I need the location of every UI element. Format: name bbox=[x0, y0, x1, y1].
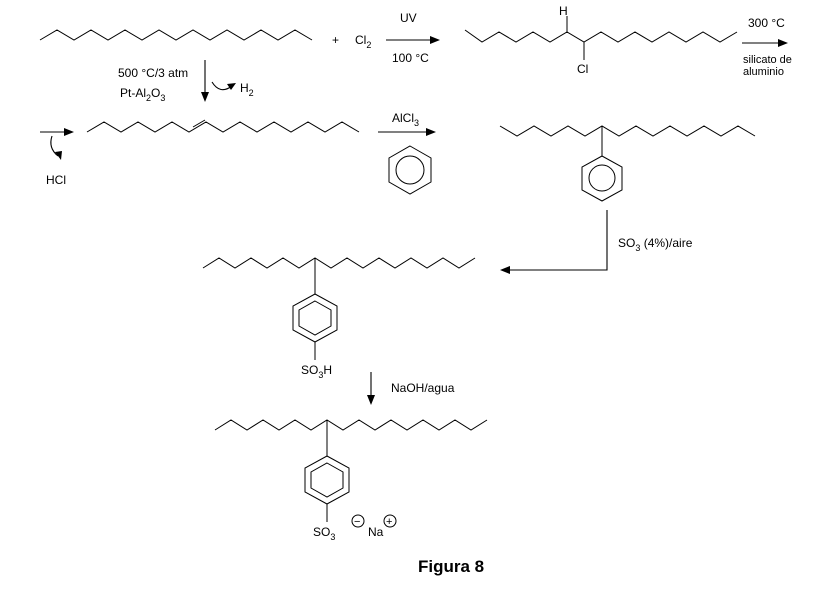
benzene-aromatic-circle bbox=[395, 155, 425, 185]
sulfonate-chain bbox=[214, 419, 488, 431]
positive-charge-circle bbox=[383, 514, 397, 528]
incoming-arrow-head bbox=[64, 128, 74, 136]
sulfur-trioxide-reagent: SO3 (4%)/aire bbox=[618, 236, 693, 253]
aluminium-chloride: AlCl3 bbox=[392, 111, 419, 128]
negative-charge-sign: − bbox=[354, 516, 360, 528]
elimination-arrow-head bbox=[778, 39, 788, 47]
dehydrogenation-arrow-head bbox=[201, 92, 209, 102]
hydrogen-release-arrow-head bbox=[227, 83, 236, 90]
sulfonation-arrow bbox=[510, 210, 608, 271]
plus-sign: + bbox=[332, 33, 339, 47]
hcl-release-arrow-head bbox=[55, 151, 62, 160]
phenylalkane-chain bbox=[499, 125, 756, 137]
sulfonate-group: SO3 bbox=[313, 525, 335, 542]
negative-charge-circle bbox=[351, 514, 365, 528]
temperature-300: 300 °C bbox=[748, 16, 785, 30]
alkylation-arrow-head bbox=[426, 128, 436, 136]
sodium-hydroxide-reagent: NaOH/agua bbox=[391, 381, 455, 395]
neutralisation-arrow-head bbox=[367, 395, 375, 405]
hcl-byproduct: HCl bbox=[46, 173, 66, 187]
double-bond-line bbox=[192, 119, 206, 128]
positive-charge-sign: + bbox=[386, 516, 392, 528]
chlorine-reagent: Cl2 bbox=[355, 33, 371, 50]
phenyl-ring bbox=[581, 155, 623, 202]
chlorination-arrow-head bbox=[430, 36, 440, 44]
sulfonation-arrow-head bbox=[500, 266, 510, 274]
sulfonic-acid-chain bbox=[202, 257, 476, 269]
chlorine-atom: Cl bbox=[577, 62, 588, 76]
chloroalkane-chain bbox=[464, 29, 738, 43]
benzene-inner-ring-1 bbox=[298, 300, 332, 336]
sulfonic-acid-group: SO3H bbox=[301, 363, 332, 380]
hcl-release-arrow bbox=[50, 135, 59, 157]
benzene-inner-ring-2 bbox=[310, 462, 344, 498]
catalyst-line-2: aluminio bbox=[743, 66, 784, 78]
temperature-100: 100 °C bbox=[392, 51, 429, 65]
sodium-ion: Na bbox=[368, 525, 384, 539]
alkene-chain bbox=[86, 121, 360, 133]
benzene-reagent-ring bbox=[388, 145, 432, 195]
phenyl-aromatic-circle bbox=[588, 164, 616, 192]
figure-caption: Figura 8 bbox=[418, 557, 484, 576]
hydrogen-atom: H bbox=[559, 4, 568, 18]
catalyst-line-1: silicato de bbox=[743, 54, 792, 66]
dehydrogenation-conditions-1: 500 °C/3 atm bbox=[118, 66, 188, 80]
uv-label: UV bbox=[400, 11, 417, 25]
tetradecane-chain bbox=[39, 29, 313, 41]
hydrogen-gas: H2 bbox=[240, 81, 254, 98]
dehydrogenation-conditions-2: Pt-Al2O3 bbox=[120, 86, 165, 103]
